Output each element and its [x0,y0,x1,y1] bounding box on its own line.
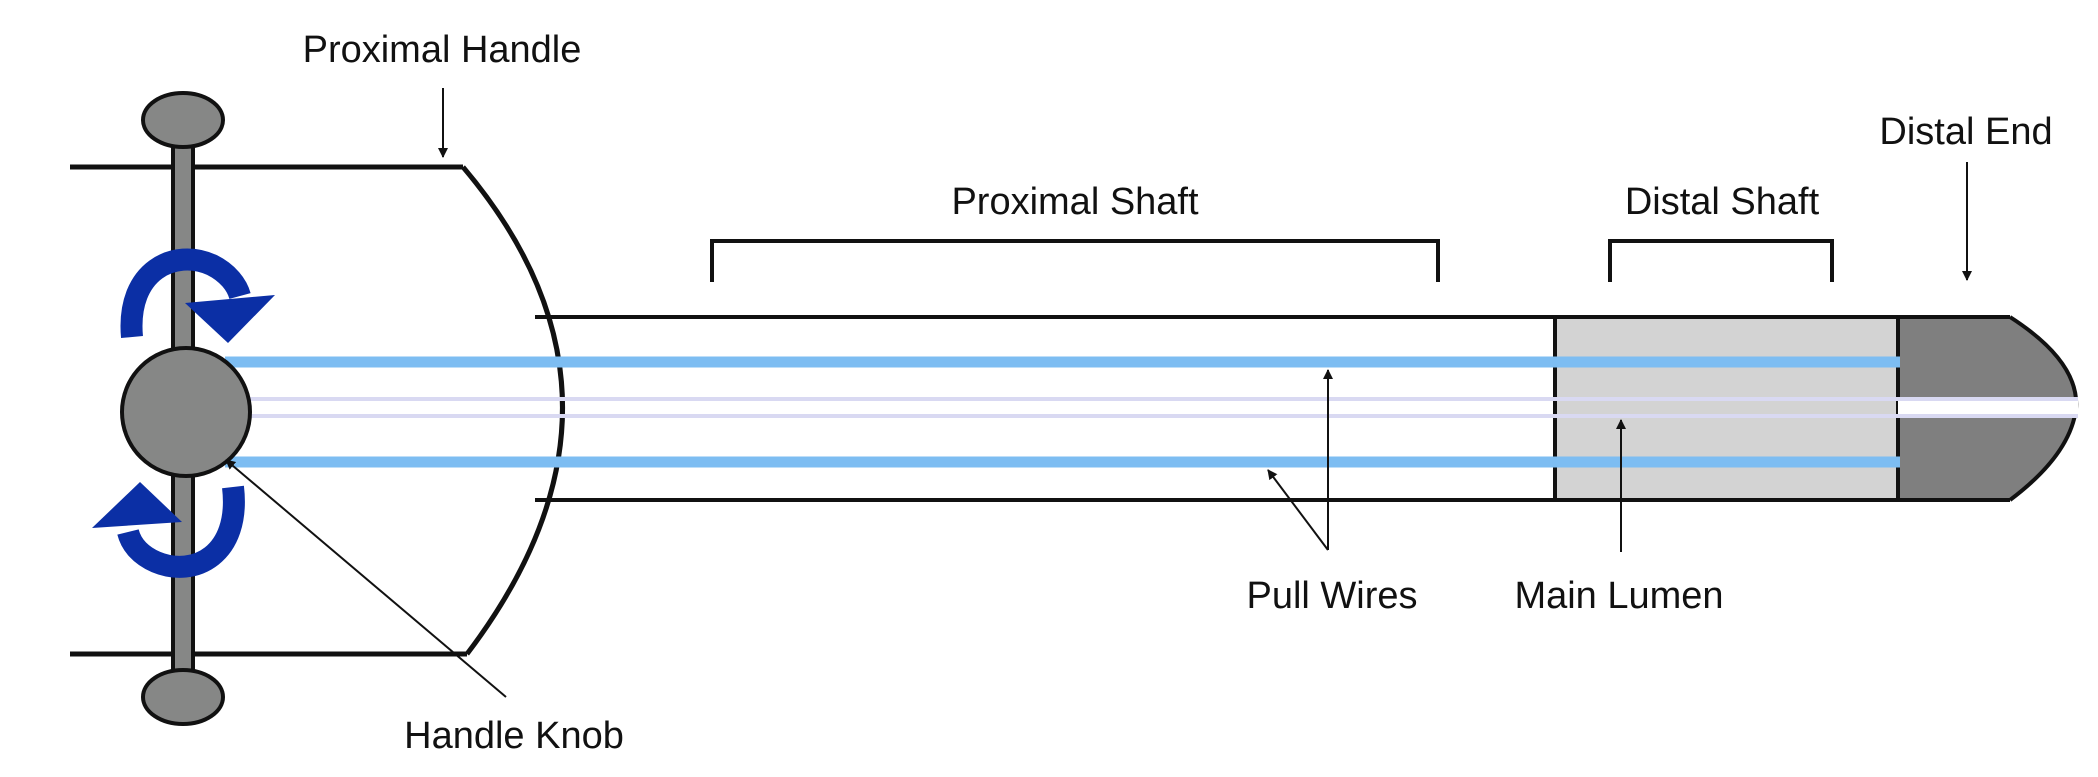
rotation-arrow-top-icon [120,248,275,343]
label-distal-end: Distal End [1879,111,2052,153]
label-proximal-shaft: Proximal Shaft [951,181,1199,223]
catheter-shaft [535,315,2079,502]
handle-curved-face [461,165,565,656]
pointer-arrows [225,88,1972,698]
label-main-lumen: Main Lumen [1514,575,1723,617]
pull-wire-bottom-arrow [1267,469,1329,551]
label-handle-knob: Handle Knob [404,715,624,757]
proximal-shaft-bracket [710,239,1440,282]
proximal-handle [70,164,565,657]
handle-knob [120,346,252,478]
knob-bottom-cap [141,668,225,726]
rotation-arrow-bottom-icon [92,482,245,578]
lumen-channel [1898,401,2078,414]
label-proximal-handle: Proximal Handle [303,29,582,71]
label-distal-shaft: Distal Shaft [1625,181,1820,223]
main-lumen [250,397,2078,418]
distal-shaft-section [1555,317,1898,500]
distal-shaft-bracket [1608,239,1834,282]
handle-knob-assembly [120,91,252,726]
handle-knob-arrow [225,459,507,698]
rotation-arrows [92,248,275,578]
label-pull-wires: Pull Wires [1246,575,1417,617]
knob-top-cap [141,91,225,149]
